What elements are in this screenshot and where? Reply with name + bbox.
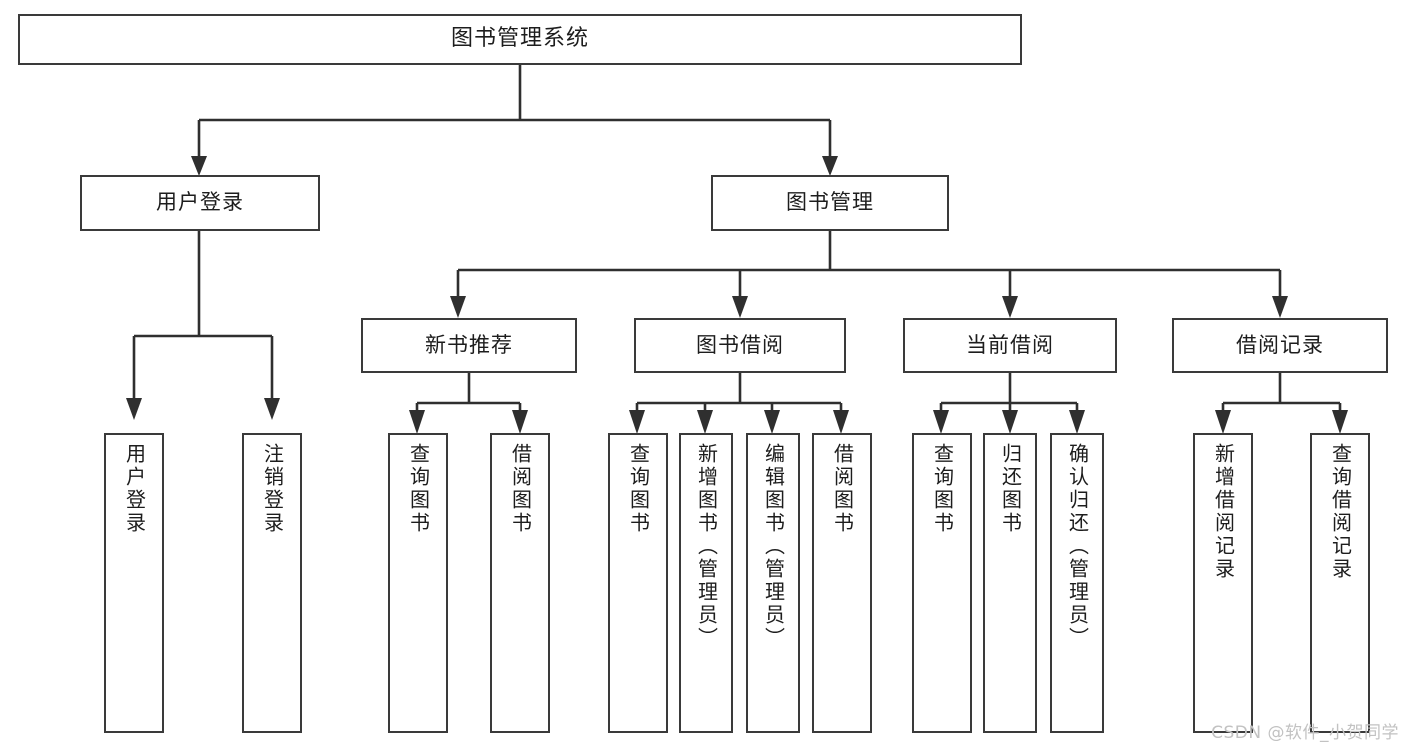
node-label: 用户登录 — [156, 190, 244, 215]
leaf-user-login-login[interactable]: 用户登录 — [104, 433, 164, 733]
node-current-borrow[interactable]: 当前借阅 — [903, 318, 1117, 373]
node-label: 图书管理系统 — [450, 26, 589, 52]
node-label: 新增图书（管理员） — [694, 443, 719, 650]
node-label: 注销登录 — [260, 443, 285, 535]
node-label: 用户登录 — [122, 443, 147, 535]
node-user-login[interactable]: 用户登录 — [80, 175, 320, 231]
node-label: 确认归还（管理员） — [1065, 443, 1090, 650]
node-label: 查询借阅记录 — [1328, 443, 1353, 581]
leaf-book-borrow-add[interactable]: 新增图书（管理员） — [679, 433, 733, 733]
leaf-book-borrow-lend[interactable]: 借阅图书 — [812, 433, 872, 733]
leaf-borrow-record-query[interactable]: 查询借阅记录 — [1310, 433, 1370, 733]
node-label: 编辑图书（管理员） — [761, 443, 786, 650]
leaf-current-borrow-query[interactable]: 查询图书 — [912, 433, 972, 733]
csdn-watermark: CSDN @软件_小贺同学 — [1211, 723, 1399, 743]
node-label: 图书借阅 — [696, 332, 784, 357]
node-label: 借阅图书 — [508, 443, 533, 535]
leaf-new-book-query[interactable]: 查询图书 — [388, 433, 448, 733]
node-label: 借阅图书 — [830, 443, 855, 535]
node-label: 归还图书 — [998, 443, 1023, 535]
node-label: 图书管理 — [786, 190, 874, 215]
node-borrow-record[interactable]: 借阅记录 — [1172, 318, 1388, 373]
node-root-system[interactable]: 图书管理系统 — [18, 14, 1022, 65]
leaf-book-borrow-edit[interactable]: 编辑图书（管理员） — [746, 433, 800, 733]
node-book-borrow[interactable]: 图书借阅 — [634, 318, 846, 373]
node-label: 查询图书 — [406, 443, 431, 535]
leaf-new-book-borrow[interactable]: 借阅图书 — [490, 433, 550, 733]
leaf-borrow-record-add[interactable]: 新增借阅记录 — [1193, 433, 1253, 733]
leaf-current-borrow-confirm-return[interactable]: 确认归还（管理员） — [1050, 433, 1104, 733]
node-label: 当前借阅 — [966, 332, 1054, 357]
node-label: 借阅记录 — [1236, 332, 1324, 357]
node-label: 新书推荐 — [425, 332, 513, 357]
leaf-current-borrow-return[interactable]: 归还图书 — [983, 433, 1037, 733]
node-new-book-recommend[interactable]: 新书推荐 — [361, 318, 577, 373]
node-label: 查询图书 — [930, 443, 955, 535]
node-book-management[interactable]: 图书管理 — [711, 175, 949, 231]
leaf-book-borrow-query[interactable]: 查询图书 — [608, 433, 668, 733]
node-label: 查询图书 — [626, 443, 651, 535]
leaf-user-login-logout[interactable]: 注销登录 — [242, 433, 302, 733]
node-label: 新增借阅记录 — [1211, 443, 1236, 581]
